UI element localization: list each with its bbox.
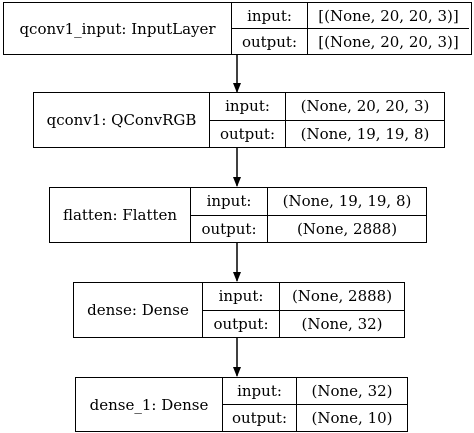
layer-node: flatten: Flatten input: (None, 19, 19, 8… [49,187,427,243]
output-shape: (None, 10) [311,409,393,427]
layer-name: flatten: Flatten [50,188,191,242]
input-label: input: [223,378,297,404]
output-label: output: [223,405,297,431]
output-row: output: [(None, 20, 20, 3)] [232,28,469,54]
layer-name: dense_1: Dense [76,378,223,431]
layer-node: dense_1: Dense input: (None, 32) output:… [75,377,408,432]
output-shape: (None, 2888) [296,219,398,238]
input-shape: (None, 32) [311,382,393,400]
output-row: output: (None, 32) [203,309,404,337]
input-row: input: (None, 32) [223,378,407,404]
input-shape: (None, 2888) [291,287,393,306]
output-shape: [(None, 20, 20, 3)] [318,32,459,51]
output-shape: (None, 19, 19, 8) [300,124,430,143]
output-row: output: (None, 10) [223,404,407,431]
input-shape: (None, 20, 20, 3) [300,97,430,116]
layer-io: input: [(None, 20, 20, 3)] output: [(Non… [232,3,469,54]
layer-io: input: (None, 2888) output: (None, 32) [203,283,404,337]
layer-name: qconv1_input: InputLayer [4,3,232,54]
output-row: output: (None, 19, 19, 8) [210,119,444,147]
output-label: output: [210,120,286,147]
layer-node: qconv1: QConvRGB input: (None, 20, 20, 3… [33,92,445,148]
output-shape: (None, 32) [301,314,383,333]
input-row: input: (None, 20, 20, 3) [210,93,444,120]
output-label: output: [191,215,268,242]
input-label: input: [191,188,268,215]
output-label: output: [232,29,308,54]
input-row: input: [(None, 20, 20, 3)] [232,3,469,28]
output-label: output: [203,310,280,337]
layer-io: input: (None, 20, 20, 3) output: (None, … [210,93,444,147]
input-shape: [(None, 20, 20, 3)] [318,6,459,25]
input-label: input: [232,3,308,28]
layer-name: qconv1: QConvRGB [34,93,210,147]
layer-node: qconv1_input: InputLayer input: [(None, … [3,2,472,55]
input-shape: (None, 19, 19, 8) [282,192,412,211]
input-label: input: [203,283,280,310]
output-row: output: (None, 2888) [191,214,426,242]
layer-io: input: (None, 32) output: (None, 10) [223,378,407,431]
layer-node: dense: Dense input: (None, 2888) output:… [73,282,405,338]
layer-io: input: (None, 19, 19, 8) output: (None, … [191,188,426,242]
input-label: input: [210,93,286,120]
input-row: input: (None, 2888) [203,283,404,310]
layer-name: dense: Dense [74,283,203,337]
input-row: input: (None, 19, 19, 8) [191,188,426,215]
